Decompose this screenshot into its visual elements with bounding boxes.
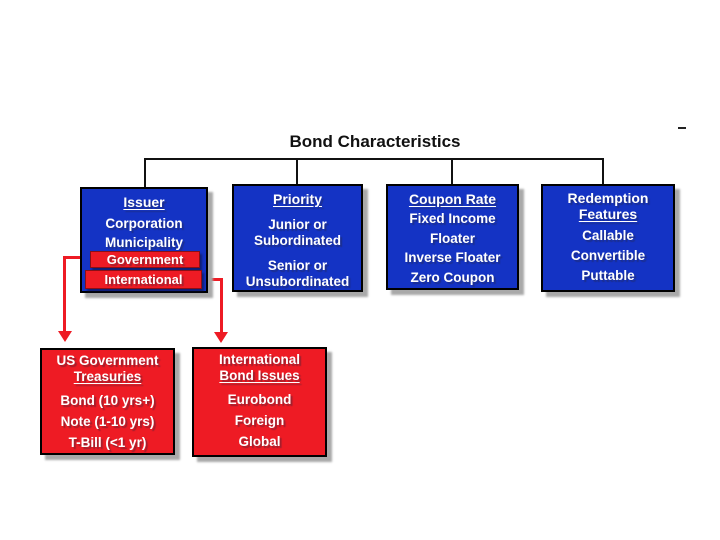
redemption-item-puttable: Puttable (581, 268, 635, 283)
stray-mark (678, 127, 686, 129)
us-treasuries-header-line2: Treasuries (73, 369, 142, 384)
priority-item-subordinated: Subordinated (254, 233, 341, 248)
box-priority: Priority Junior or Subordinated Senior o… (232, 184, 363, 292)
issuer-item-government-highlight: Government (90, 251, 200, 268)
coupon-item-fixed-income: Fixed Income (409, 211, 496, 226)
us-treasuries-item-bond: Bond (10 yrs+) (60, 393, 155, 408)
coupon-rate-header: Coupon Rate (408, 191, 497, 207)
redemption-item-convertible: Convertible (570, 248, 646, 263)
connector-drop-coupon-rate (451, 158, 453, 187)
box-international-bond-issues: International Bond Issues Eurobond Forei… (192, 347, 327, 457)
issuer-item-international-highlight: International (85, 270, 202, 289)
redemption-header-line2: Features (578, 206, 638, 222)
intl-bonds-header-line2: Bond Issues (219, 368, 300, 383)
intl-bonds-item-foreign: Foreign (234, 413, 285, 428)
arrow-government-line-h (63, 256, 91, 259)
priority-item-unsubordinated: Unsubordinated (245, 274, 350, 289)
connector-drop-redemption (602, 158, 604, 187)
diagram-title: Bond Characteristics (289, 132, 461, 151)
redemption-header-line1: Redemption (567, 190, 649, 206)
arrow-international-line-v (220, 278, 223, 332)
intl-bonds-header-line1: International (218, 352, 300, 367)
connector-drop-priority (296, 158, 298, 187)
box-redemption-features: Redemption Features Callable Convertible… (541, 184, 675, 292)
connector-horizontal (144, 158, 604, 160)
us-treasuries-item-tbill: T-Bill (<1 yr) (68, 435, 147, 450)
issuer-item-municipality: Municipality (104, 235, 183, 250)
us-treasuries-header-line1: US Government (56, 353, 159, 368)
arrow-international-head-icon (214, 332, 228, 343)
connector-drop-issuer (144, 158, 146, 187)
arrow-international-line-h (201, 278, 223, 281)
box-coupon-rate: Coupon Rate Fixed Income Floater Inverse… (386, 184, 519, 290)
intl-bonds-item-global: Global (238, 434, 281, 449)
box-us-government-treasuries: US Government Treasuries Bond (10 yrs+) … (40, 348, 175, 455)
coupon-item-inverse-floater: Inverse Floater (404, 250, 501, 265)
priority-item-junior: Junior or (268, 217, 327, 232)
coupon-item-zero-coupon: Zero Coupon (410, 269, 495, 285)
us-treasuries-item-note: Note (1-10 yrs) (60, 414, 155, 429)
priority-item-senior: Senior or (267, 258, 328, 273)
intl-bonds-item-eurobond: Eurobond (227, 392, 292, 407)
issuer-header: Issuer (123, 194, 165, 210)
arrow-government-line-v (63, 256, 66, 331)
coupon-item-floater: Floater (429, 230, 475, 246)
redemption-item-callable: Callable (582, 228, 634, 243)
arrow-government-head-icon (58, 331, 72, 342)
priority-header: Priority (272, 191, 322, 207)
issuer-item-corporation: Corporation (105, 216, 183, 231)
